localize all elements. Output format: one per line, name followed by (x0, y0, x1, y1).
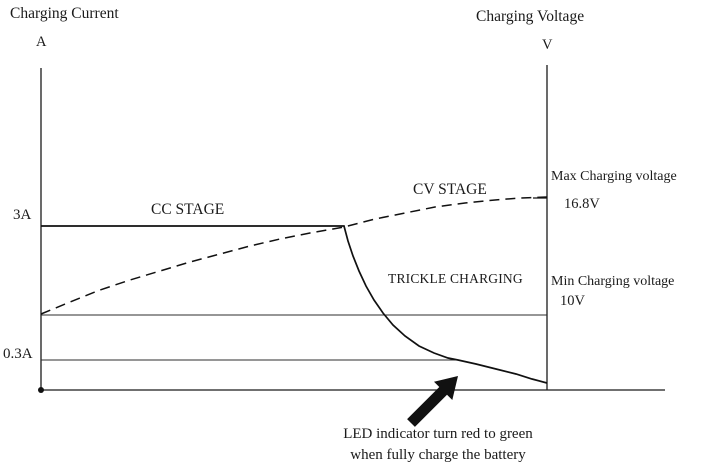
max-voltage-label: Max Charging voltage (551, 169, 677, 184)
left-axis-unit: A (36, 34, 47, 50)
led-indicator-note-line1: LED indicator turn red to green (343, 426, 533, 442)
right-axis-unit: V (542, 37, 553, 53)
led-indicator-note: LED indicator turn red to green when ful… (321, 424, 555, 465)
charging-voltage-curve (40, 196, 548, 315)
cc-stage-label: CC STAGE (151, 201, 225, 218)
left-axis-title: Charging Current (10, 5, 119, 22)
min-voltage-label: Min Charging voltage (551, 274, 675, 289)
max-voltage-value: 16.8V (564, 196, 600, 212)
min-voltage-value: 10V (560, 293, 585, 309)
cv-stage-label: CV STAGE (413, 181, 487, 198)
right-axis-title: Charging Voltage (476, 8, 585, 25)
charging-current-curve (41, 225, 548, 384)
callout-arrow-icon (407, 376, 458, 427)
tick-label-3a: 3A (13, 207, 32, 223)
tick-label-0-3a: 0.3A (3, 346, 33, 362)
origin-dot (38, 387, 44, 393)
trickle-charging-label: TRICKLE CHARGING (388, 271, 523, 286)
led-indicator-note-line2: when fully charge the battery (350, 446, 526, 463)
